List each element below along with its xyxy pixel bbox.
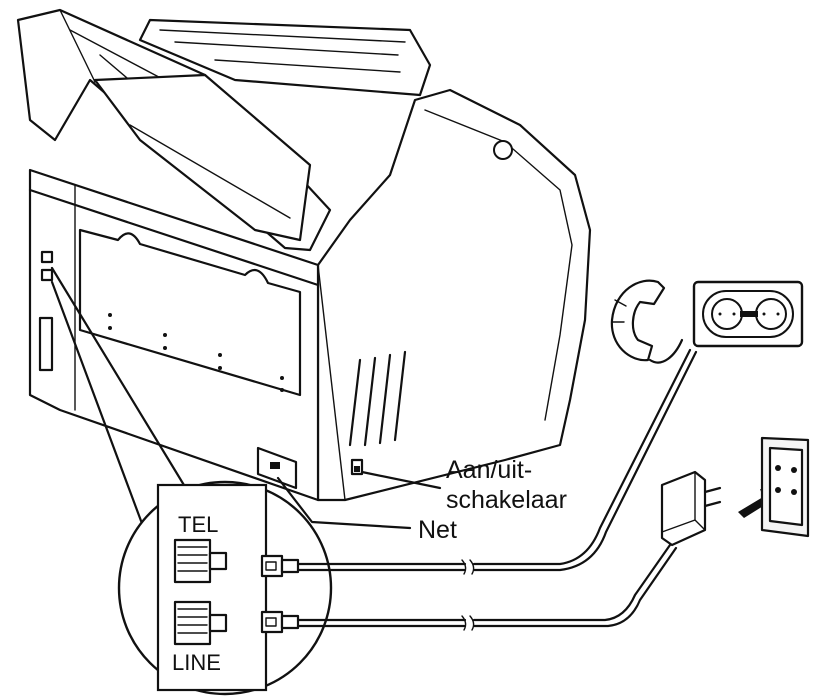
line-cable: [260, 543, 678, 634]
port-callout: TEL LINE: [117, 480, 333, 696]
tel-port-label: TEL: [178, 512, 218, 537]
cassette-answering-machine-icon: [692, 280, 804, 348]
power-inlet-icon: [256, 446, 298, 490]
tel-jack-icon: [40, 250, 54, 264]
line-port-label: LINE: [172, 650, 221, 675]
telephone-handset-icon: [610, 279, 684, 364]
mains-leader: [276, 476, 412, 530]
power-switch-leader: [360, 470, 442, 490]
power-switch-label-line1: Aan/uit-: [446, 456, 532, 484]
tel-cable: [260, 348, 698, 578]
line-jack-icon: [40, 268, 54, 282]
wall-socket-icon: [760, 436, 810, 538]
tel-leader-line: [50, 266, 192, 497]
mains-label: Net: [418, 516, 457, 544]
line-leader-line: [50, 280, 152, 547]
power-switch-icon: [350, 458, 364, 476]
power-switch-label-line2: schakelaar: [446, 486, 567, 514]
plug-adapter-icon: [660, 470, 722, 547]
fax-machine: [16, 8, 592, 502]
